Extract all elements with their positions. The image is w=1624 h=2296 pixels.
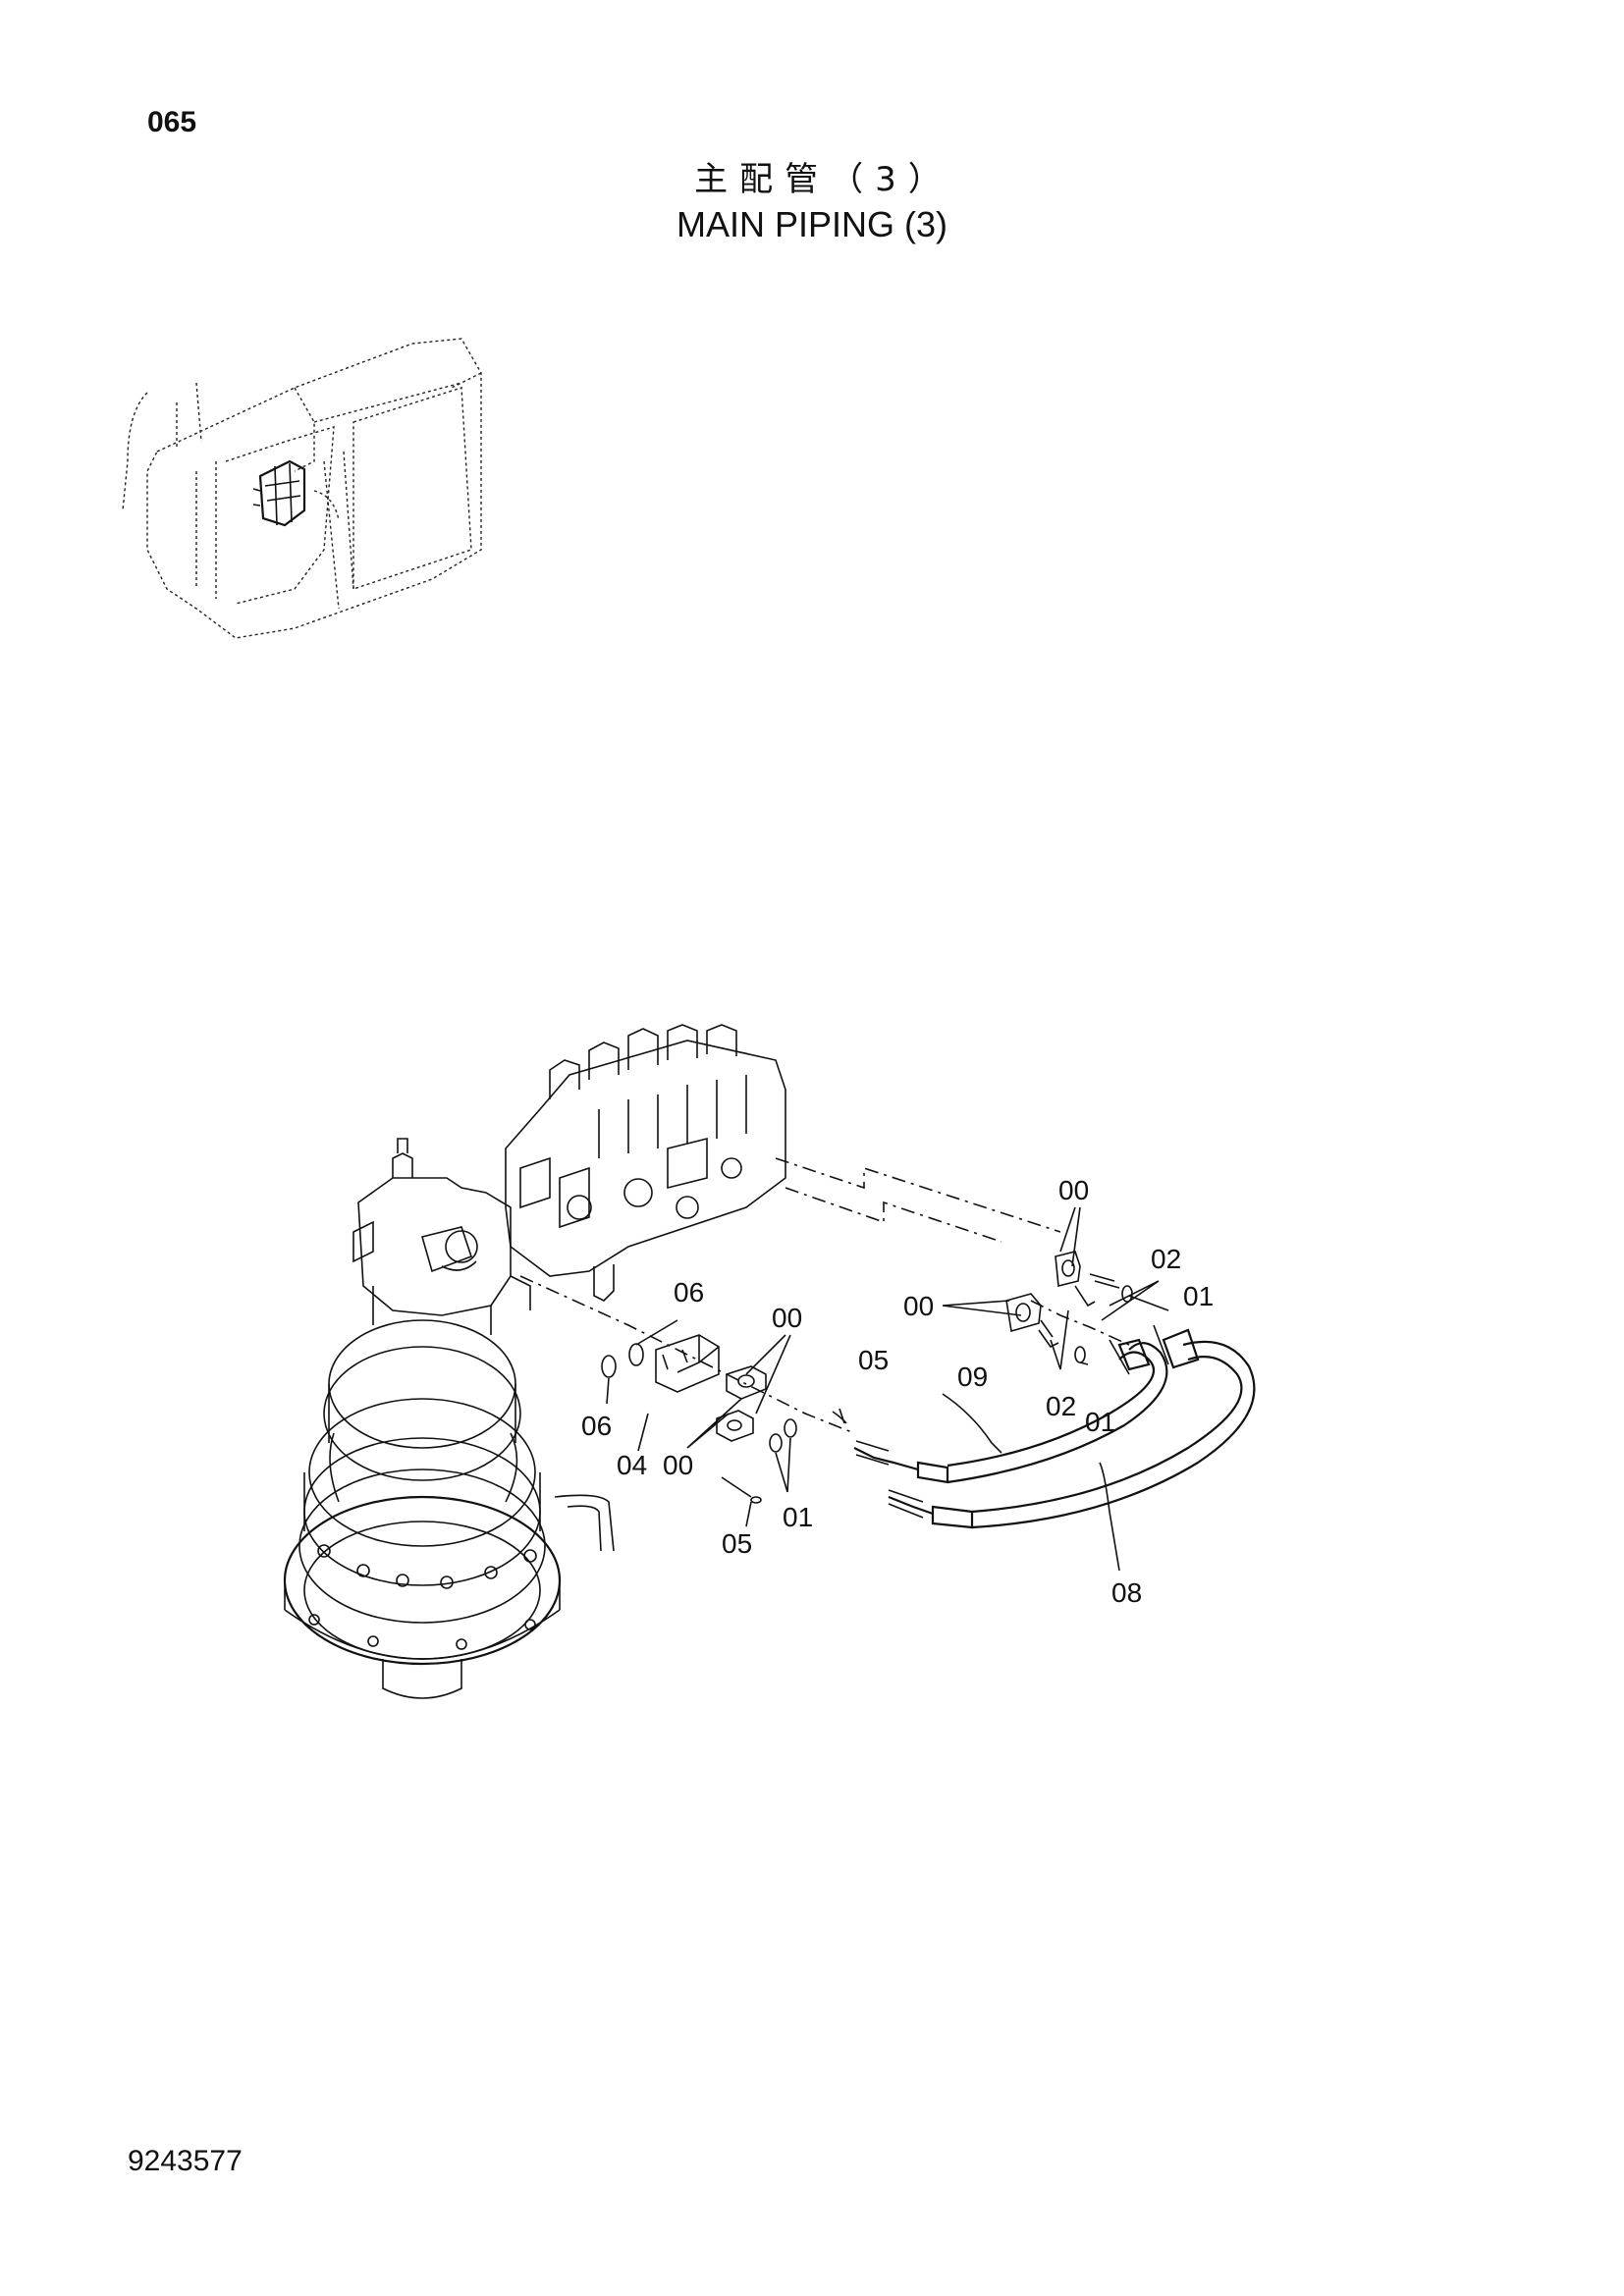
callout-05-upper: 05 bbox=[858, 1345, 889, 1375]
title-chinese: 主配管（3） bbox=[694, 160, 953, 199]
callout-00-lower: 00 bbox=[663, 1450, 693, 1480]
callout-08: 08 bbox=[1111, 1577, 1142, 1608]
assembly-lines bbox=[519, 1157, 1130, 1434]
callout-00-middle: 00 bbox=[772, 1303, 802, 1333]
leader-lines bbox=[606, 1206, 1169, 1572]
page-number: 065 bbox=[147, 106, 197, 138]
title-english: MAIN PIPING (3) bbox=[676, 204, 948, 244]
document-number: 9243577 bbox=[128, 2145, 243, 2177]
callout-01-right: 01 bbox=[1183, 1281, 1214, 1311]
hoses bbox=[853, 1324, 1256, 1529]
callout-05-lower: 05 bbox=[722, 1528, 752, 1559]
callout-labels: 00 02 01 06 00 05 00 09 02 01 06 04 00 0… bbox=[581, 1175, 1214, 1608]
callout-09: 09 bbox=[957, 1362, 988, 1392]
callout-06-upper: 06 bbox=[674, 1277, 704, 1308]
callout-02-top: 02 bbox=[1151, 1244, 1181, 1274]
callout-06-lower: 06 bbox=[581, 1411, 612, 1441]
callout-01-lower: 01 bbox=[783, 1502, 813, 1532]
callout-04: 04 bbox=[617, 1450, 647, 1480]
highlighted-component bbox=[252, 459, 306, 527]
callout-01-middle: 01 bbox=[1085, 1407, 1115, 1437]
control-valve bbox=[505, 1024, 786, 1302]
machine-outline bbox=[122, 338, 482, 639]
swing-motor bbox=[283, 1138, 615, 1699]
callout-00-flange: 00 bbox=[903, 1291, 934, 1321]
callout-00-top: 00 bbox=[1058, 1175, 1089, 1205]
callout-02-lower: 02 bbox=[1046, 1391, 1076, 1421]
